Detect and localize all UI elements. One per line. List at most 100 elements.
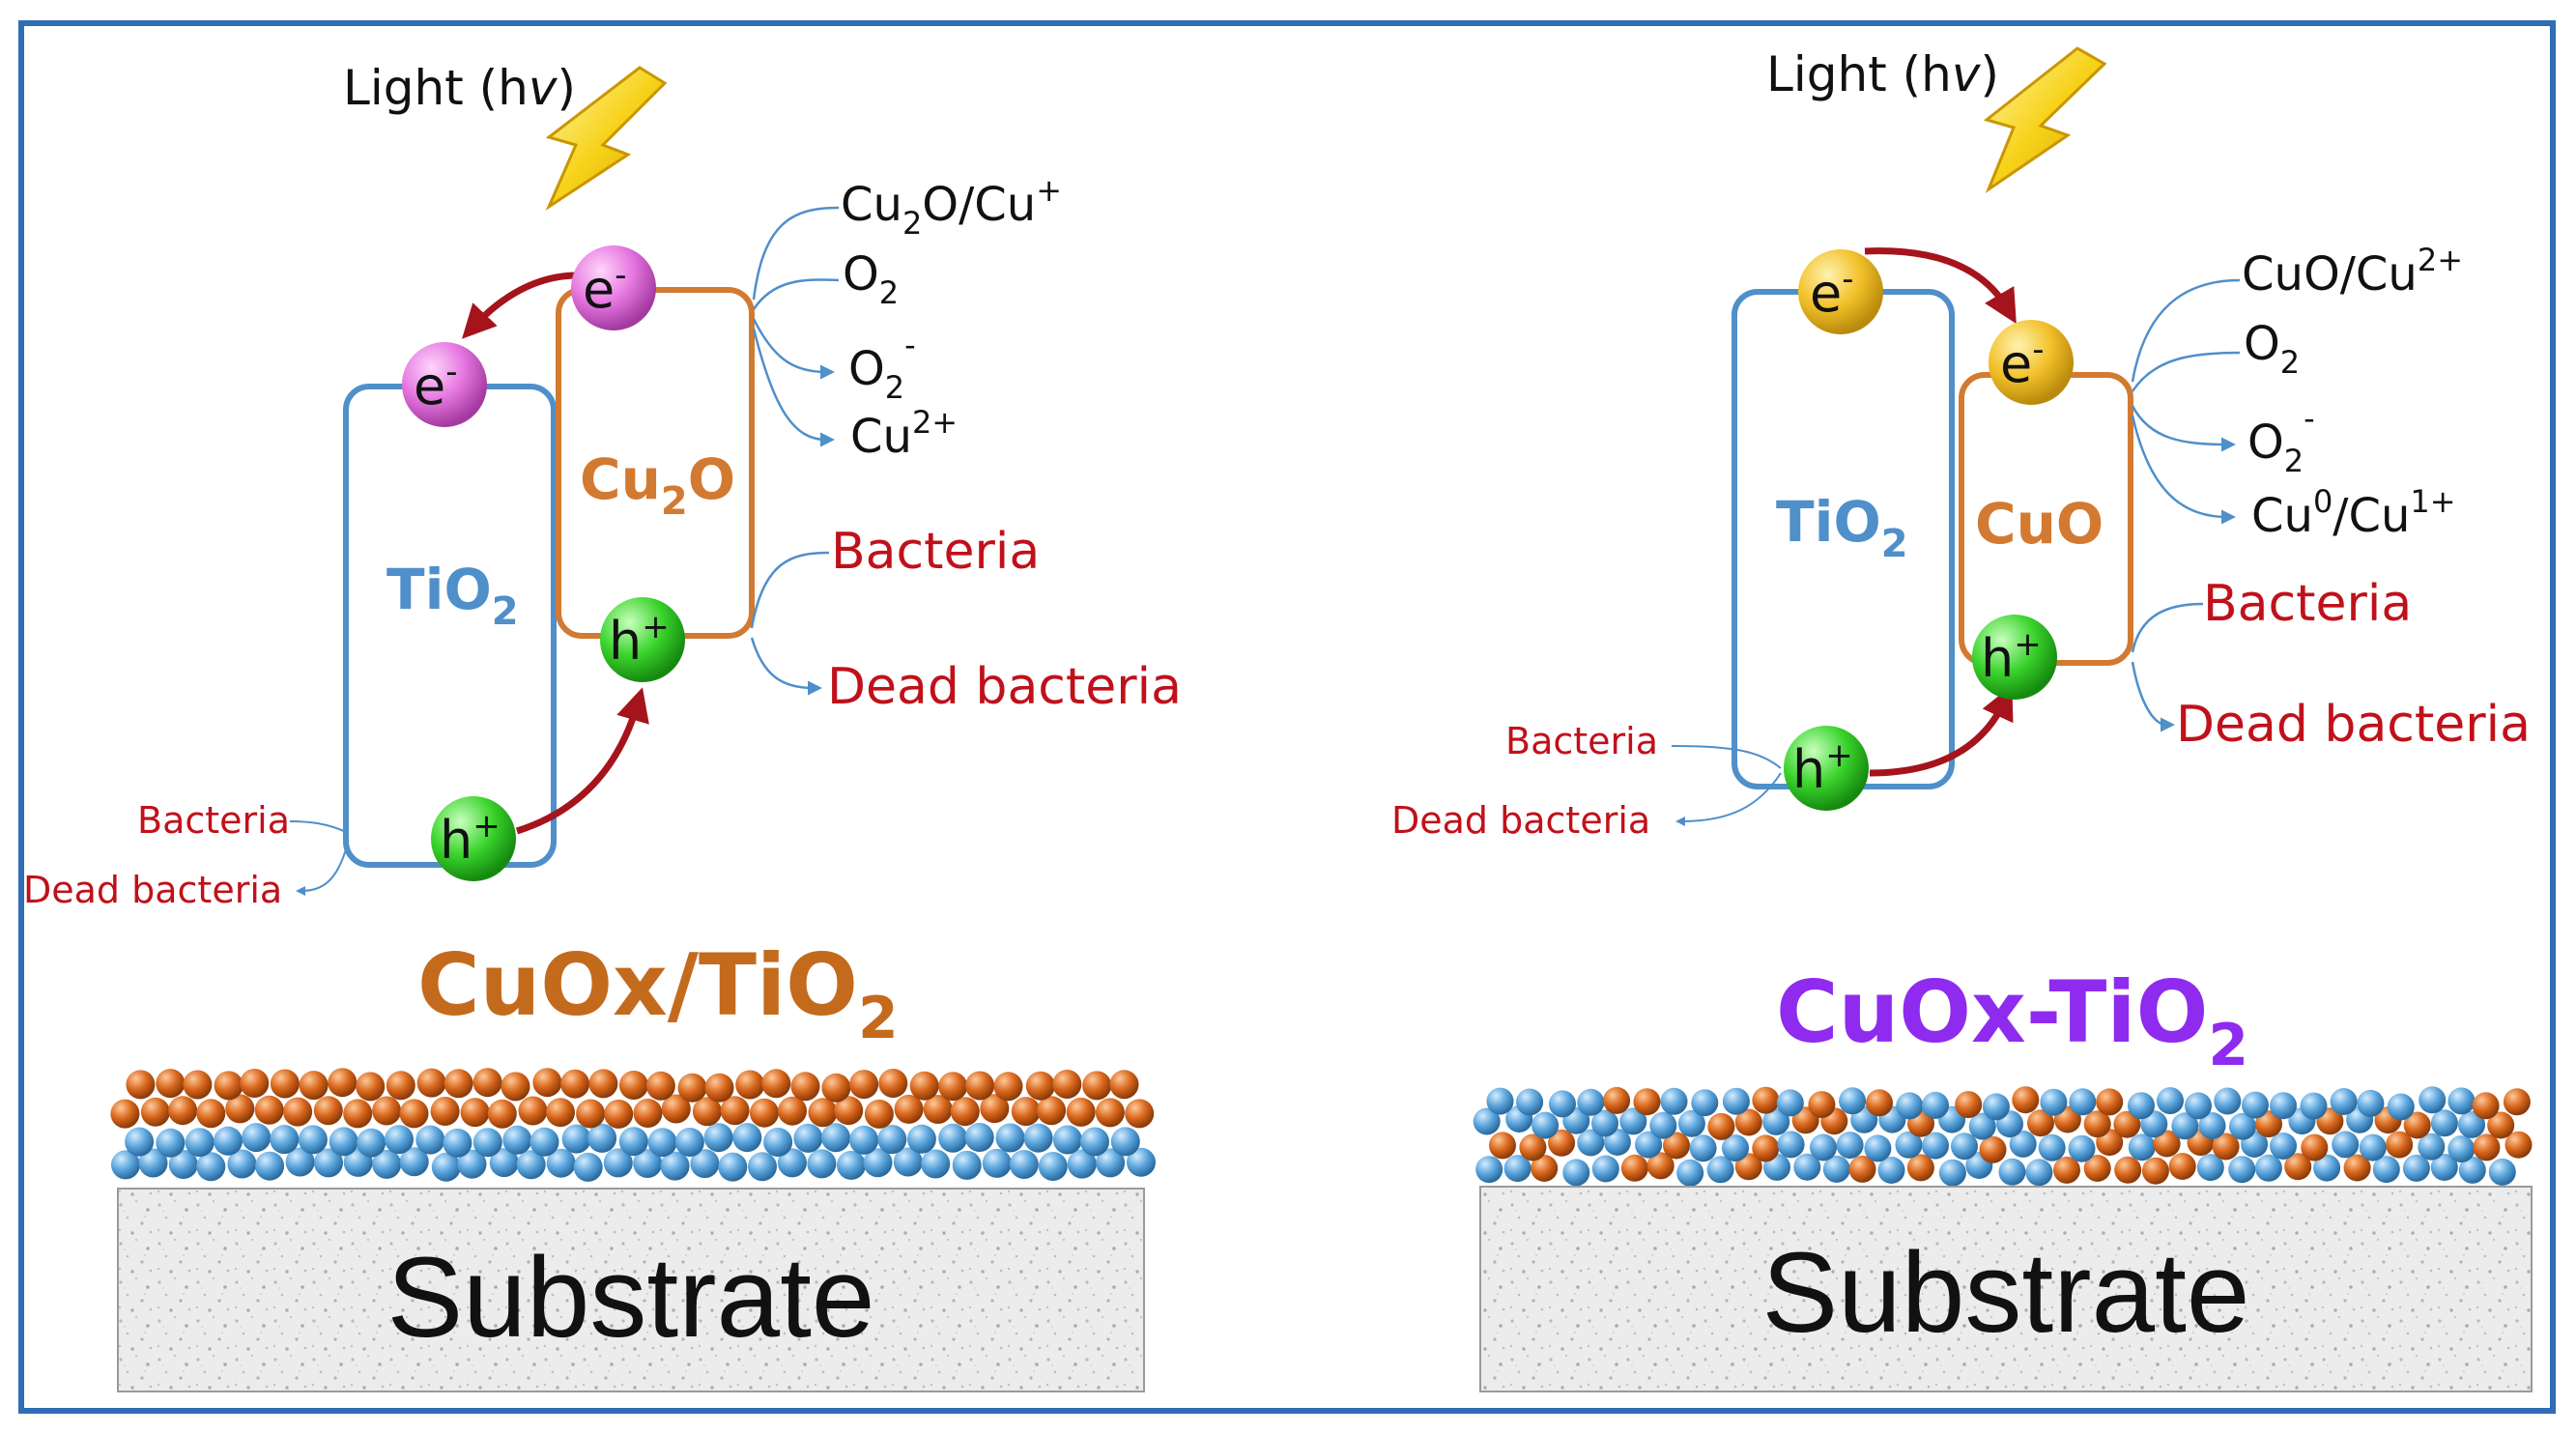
- tio2-particle: [2332, 1131, 2360, 1159]
- left-species-curve-1: [752, 206, 840, 301]
- cuox-particle: [980, 1094, 1010, 1124]
- cuox-particle: [1066, 1097, 1096, 1127]
- tio2-particle: [1836, 1132, 1864, 1160]
- left-hole-cu2o: h+: [600, 597, 685, 682]
- tio2-particle: [415, 1125, 445, 1155]
- tio2-particle: [2270, 1133, 2297, 1160]
- tio2-particle: [964, 1123, 994, 1152]
- tio2-particle: [1864, 1134, 1892, 1162]
- svg-text:h+: h+: [609, 608, 670, 672]
- tio2-particle: [1968, 1112, 1996, 1140]
- tio2-particle: [255, 1151, 285, 1181]
- cuox-particle: [1025, 1071, 1055, 1101]
- right-cuox-tio2-title: CuOx-TiO2: [1776, 962, 2248, 1079]
- left-substrate-label: Substrate: [386, 1234, 874, 1362]
- tio2-particle: [457, 1149, 487, 1179]
- cuox-particle: [283, 1097, 313, 1127]
- cuox-particle: [2473, 1133, 2501, 1162]
- cuox-particle: [254, 1095, 284, 1125]
- cuox-particle: [2114, 1156, 2142, 1184]
- cuox-particle: [604, 1099, 634, 1129]
- right-species-curve-3: [2131, 405, 2236, 452]
- cuox-particle: [214, 1071, 243, 1101]
- cuox-particle: [778, 1096, 807, 1126]
- cuox-particle: [993, 1072, 1023, 1102]
- tio2-particle: [516, 1150, 546, 1180]
- tio2-particle: [298, 1125, 328, 1155]
- tio2-particle: [952, 1150, 982, 1180]
- tio2-particle: [1810, 1133, 1837, 1162]
- tio2-particle: [2372, 1156, 2400, 1184]
- tio2-particle: [1822, 1155, 1850, 1183]
- tio2-particle: [732, 1123, 762, 1153]
- left-substrate-block: [117, 1188, 1145, 1392]
- tio2-particle: [2025, 1159, 2053, 1187]
- cuox-particle: [1037, 1096, 1067, 1126]
- tio2-particle: [1776, 1089, 1804, 1117]
- tio2-particle: [1706, 1156, 1734, 1184]
- left-panel: Light (hv) TiO2 Cu2O e- e- h+: [23, 60, 1182, 1392]
- cuox-particle: [343, 1099, 373, 1129]
- cuox-particle: [1603, 1086, 1631, 1114]
- tio2-particle: [138, 1148, 168, 1178]
- cuox-particle: [240, 1069, 270, 1098]
- right-dead-bacteria-upper: Dead bacteria: [2176, 696, 2531, 754]
- tio2-particle: [1938, 1159, 1966, 1187]
- right-substrate-block: [1479, 1186, 2533, 1392]
- right-electron-cuo: e-: [1989, 320, 2074, 405]
- cuox-particle: [2053, 1156, 2080, 1184]
- tio2-particle: [1722, 1087, 1750, 1115]
- tio2-particle: [1689, 1134, 1717, 1162]
- left-species-o2-radical: O2-: [848, 327, 916, 406]
- cuox-particle: [750, 1098, 779, 1128]
- tio2-particle: [1110, 1127, 1140, 1157]
- left-dead-bacteria-curve-small: [296, 842, 349, 896]
- svg-text:h+: h+: [1981, 625, 2042, 689]
- tio2-particle: [587, 1123, 617, 1153]
- cuox-particle: [588, 1069, 618, 1099]
- cuox-particle: [2096, 1088, 2124, 1116]
- cuox-particle: [2403, 1111, 2431, 1139]
- left-bacteria-curve-small: [289, 820, 349, 834]
- cuox-particle: [1095, 1098, 1125, 1128]
- cuox-particle: [1808, 1091, 1836, 1119]
- tio2-particle: [2313, 1154, 2341, 1182]
- tio2-particle: [821, 1123, 850, 1153]
- cuox-particle: [1646, 1152, 1674, 1180]
- cuox-particle: [923, 1095, 953, 1124]
- tio2-particle: [2128, 1133, 2156, 1162]
- left-species-cu2o-cu: Cu2O/Cu+: [841, 172, 1062, 242]
- cuox-particle: [2113, 1110, 2141, 1138]
- cuox-particle: [2027, 1109, 2054, 1137]
- cuox-particle: [677, 1073, 707, 1103]
- tio2-particle: [1516, 1088, 1544, 1116]
- tio2-particle: [2128, 1092, 2155, 1120]
- cuox-particle: [444, 1069, 473, 1099]
- right-species-cuo-cu: CuO/Cu2+: [2242, 242, 2463, 301]
- tio2-particle: [227, 1149, 257, 1179]
- tio2-particle: [1877, 1157, 1905, 1184]
- cuox-particle: [430, 1097, 460, 1126]
- right-particle-layer: [1473, 1086, 2533, 1187]
- cuox-particle: [1531, 1155, 1559, 1182]
- tio2-particle: [2009, 1130, 2037, 1158]
- tio2-particle: [748, 1152, 777, 1182]
- right-substrate-label: Substrate: [1761, 1229, 2249, 1357]
- tio2-particle: [690, 1149, 720, 1179]
- tio2-particle: [1052, 1125, 1082, 1155]
- cuox-particle: [399, 1099, 429, 1129]
- tio2-particle: [111, 1150, 140, 1180]
- cuox-particle: [501, 1072, 530, 1102]
- right-bacteria-lower: Bacteria: [1505, 720, 1658, 762]
- cuox-particle: [1848, 1155, 1876, 1183]
- cuox-particle: [546, 1098, 575, 1128]
- cuox-particle: [834, 1096, 864, 1126]
- tio2-particle: [1922, 1132, 1949, 1160]
- tio2-particle: [2447, 1135, 2476, 1163]
- cuox-particle: [2487, 1111, 2515, 1139]
- tio2-particle: [196, 1152, 226, 1182]
- tio2-particle: [1577, 1088, 1605, 1116]
- tio2-particle: [472, 1128, 502, 1158]
- tio2-particle: [502, 1125, 532, 1155]
- cuox-particle: [472, 1068, 502, 1098]
